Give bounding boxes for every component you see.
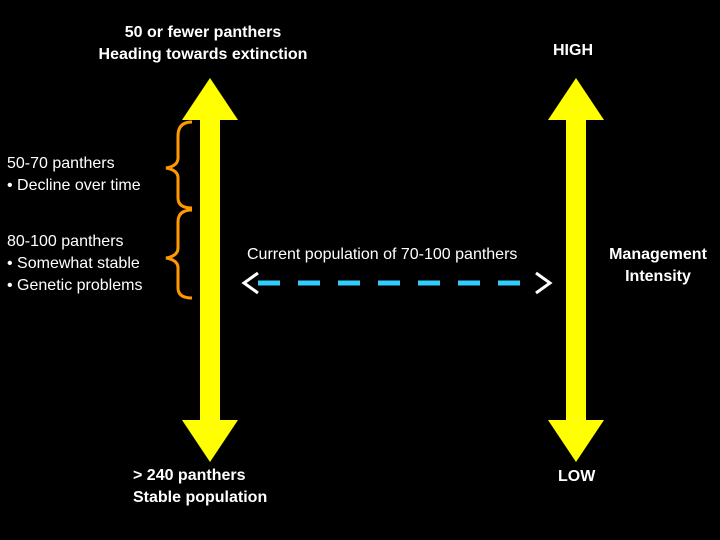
current-population-label: Current population of 70-100 panthers bbox=[247, 246, 518, 263]
bottom-label: > 240 panthers Stable population bbox=[133, 465, 267, 509]
high-label: HIGH bbox=[553, 42, 593, 59]
current-population-dashed-arrow bbox=[241, 271, 553, 295]
low-label: LOW bbox=[558, 468, 596, 485]
population-double-arrow bbox=[182, 78, 238, 462]
management-intensity-double-arrow bbox=[548, 78, 604, 462]
management-intensity-line2: Intensity bbox=[625, 268, 691, 285]
bottom-label-line2: Stable population bbox=[133, 489, 268, 506]
top-label-line1: 50 or fewer panthers bbox=[124, 24, 282, 41]
range-80-100-line2: • Somewhat stable bbox=[7, 255, 140, 272]
brace-80-100 bbox=[165, 208, 193, 300]
range-50-70-line1: 50-70 panthers bbox=[7, 155, 115, 172]
range-50-70-label: 50-70 panthers • Decline over time bbox=[7, 153, 141, 197]
management-intensity-label: Management Intensity bbox=[598, 244, 718, 288]
range-80-100-line3: • Genetic problems bbox=[7, 277, 143, 294]
brace-50-70 bbox=[165, 120, 193, 210]
top-label: 50 or fewer panthers Heading towards ext… bbox=[70, 22, 336, 66]
range-80-100-line1: 80-100 panthers bbox=[7, 233, 124, 250]
range-50-70-line2: • Decline over time bbox=[7, 177, 141, 194]
bottom-label-line1: > 240 panthers bbox=[133, 467, 246, 484]
range-80-100-label: 80-100 panthers • Somewhat stable • Gene… bbox=[7, 231, 142, 297]
management-intensity-line1: Management bbox=[609, 246, 707, 263]
top-label-line2: Heading towards extinction bbox=[98, 46, 308, 63]
